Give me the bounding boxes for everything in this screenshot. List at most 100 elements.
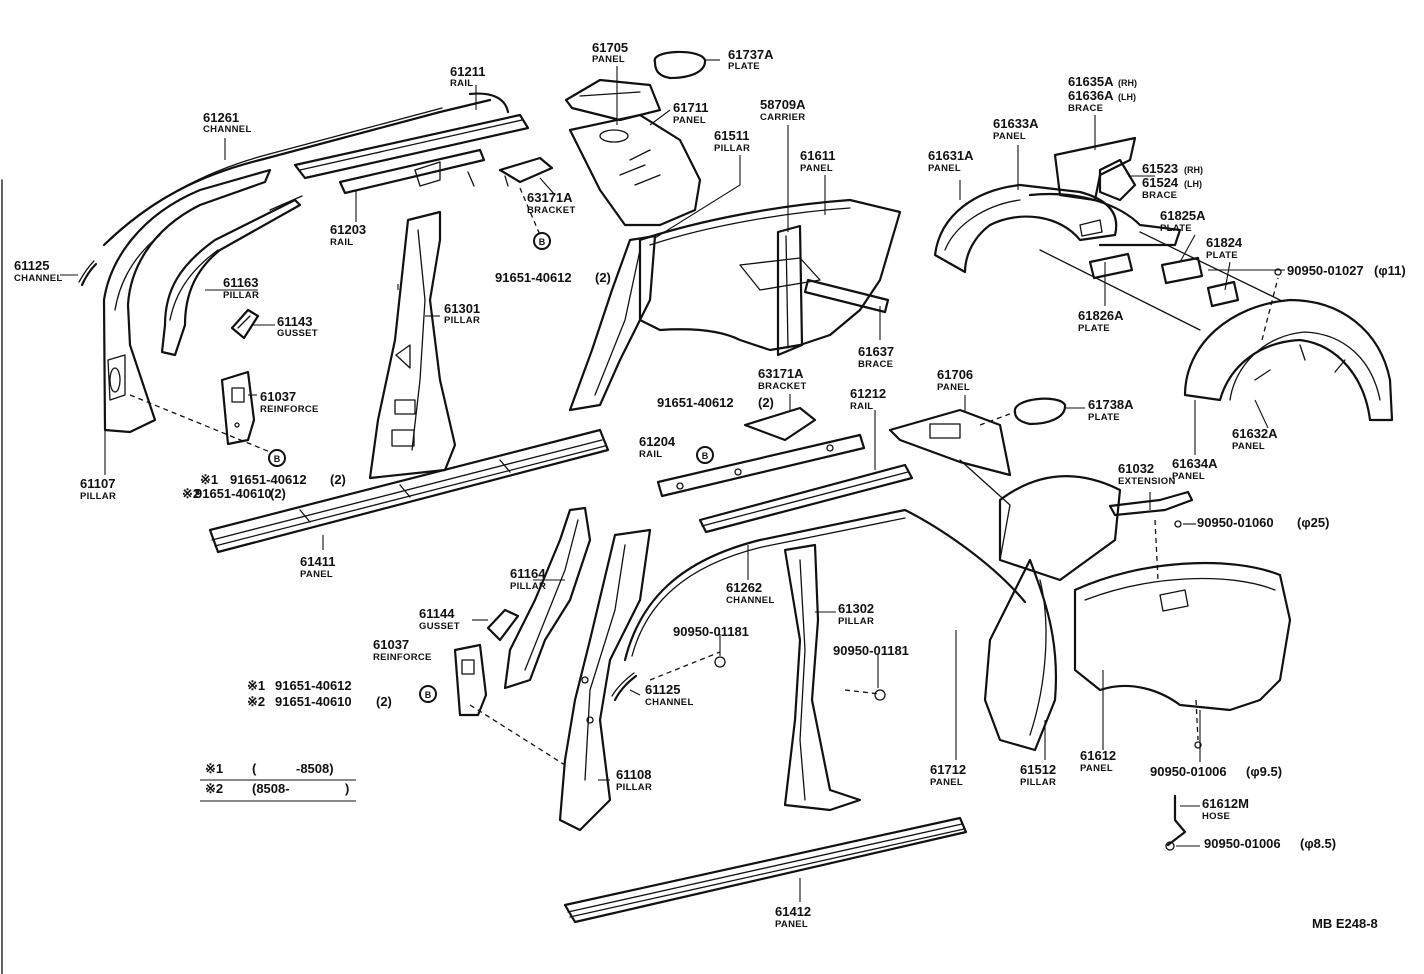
label-61706: 61706 PANEL	[937, 367, 973, 393]
label-61512-name: PILLAR	[1020, 777, 1056, 788]
part-61611-panel	[638, 198, 902, 352]
label-61824: 61824 PLATE	[1206, 235, 1243, 261]
label-61825A-name: PLATE	[1160, 223, 1192, 234]
callout-mid-1-number: 91651-40612	[275, 678, 352, 693]
part-61037-reinforce-top	[220, 370, 256, 446]
label-61211-number: 61211	[450, 64, 485, 79]
label-61636A-number: 61636A	[1068, 88, 1114, 103]
label-61612M: 61612M HOSE	[1202, 796, 1249, 822]
label-61612M-number: 61612M	[1202, 796, 1249, 811]
part-61302-pillar	[783, 543, 862, 812]
label-61262-name: CHANNEL	[726, 595, 775, 606]
label-61737A-number: 61737A	[728, 47, 774, 62]
part-61261-channel	[102, 98, 492, 247]
label-63171A-mid-number: 63171A	[758, 366, 804, 381]
label-61108-name: PILLAR	[616, 782, 652, 793]
fastener-b-reinforce-mid: B	[419, 685, 437, 703]
fastener-b-reinforce-mark: B	[274, 454, 281, 464]
callout-top-1-qty: (2)	[330, 472, 346, 487]
label-61632A: 61632A PANEL	[1232, 426, 1278, 452]
part-floor-side-line	[1039, 231, 1281, 331]
label-61302-name: PILLAR	[838, 616, 874, 627]
label-90950-01006a-number: 90950-01006	[1150, 764, 1227, 779]
label-61301-name: PILLAR	[444, 315, 480, 326]
label-61125-top-name: CHANNEL	[14, 273, 63, 284]
label-61633A-name: PANEL	[993, 131, 1026, 142]
label-61635A-number: 61635A	[1068, 74, 1114, 89]
part-61511-pillar	[568, 234, 657, 412]
label-61632A-name: PANEL	[1232, 441, 1265, 452]
label-61125-top: 61125 CHANNEL	[14, 258, 63, 284]
label-61512-number: 61512	[1020, 762, 1056, 777]
fastener-90950-01181b	[874, 689, 886, 701]
fastener-b-mid-mark: B	[702, 451, 709, 461]
label-91651-40612-top-number: 91651-40612	[495, 270, 572, 285]
part-61203-rail	[338, 148, 486, 195]
fastener-b-top: B	[533, 232, 551, 250]
label-90950-01006b: 90950-01006 (φ8.5)	[1204, 836, 1336, 851]
callout-top-2-mark: ※2	[182, 486, 200, 501]
label-61261-name: CHANNEL	[203, 124, 252, 135]
part-61125-channel-top	[78, 260, 98, 287]
label-61203: 61203 RAIL	[330, 222, 366, 248]
label-58709A: 58709A CARRIER	[760, 97, 806, 123]
label-61636A-side: (LH)	[1118, 92, 1136, 102]
label-61032-number: 61032	[1118, 461, 1154, 476]
label-61705-name: PANEL	[592, 54, 625, 65]
part-61612M-hose	[1165, 794, 1187, 851]
part-61737A-plate	[653, 50, 707, 80]
label-61411-name: PANEL	[300, 569, 333, 580]
label-61711-number: 61711	[673, 100, 708, 115]
part-61738A-plate	[1013, 397, 1067, 426]
part-61163-pillar	[160, 195, 303, 357]
label-61612M-name: HOSE	[1202, 811, 1230, 822]
label-61037-top: 61037 REINFORCE	[260, 389, 319, 415]
label-61143: 61143 GUSSET	[277, 314, 318, 339]
label-61037-top-number: 61037	[260, 389, 296, 404]
label-61211: 61211 RAIL	[450, 64, 485, 89]
label-61524-side: (LH)	[1184, 179, 1202, 189]
part-61824-plate	[1206, 280, 1240, 308]
label-61037-top-name: REINFORCE	[260, 404, 319, 415]
fastener-90950-01060	[1174, 520, 1182, 528]
label-61204: 61204 RAIL	[639, 434, 676, 460]
label-61523-number: 61523	[1142, 161, 1178, 176]
label-61523-side: (RH)	[1184, 165, 1203, 175]
part-61634A-panel	[1183, 298, 1394, 422]
label-90950-01181b-number: 90950-01181	[833, 643, 909, 658]
label-61738A: 61738A PLATE	[1088, 397, 1134, 423]
callout-mid-1-mark: ※1	[247, 678, 265, 693]
label-90950-01060-number: 90950-01060	[1197, 515, 1274, 530]
label-61212: 61212 RAIL	[850, 386, 886, 412]
label-90950-01027-size: (φ11)	[1374, 263, 1406, 278]
label-61523: 61523 (RH) 61524 (LH) BRACE	[1142, 161, 1203, 201]
label-91651-40612-mid-number: 91651-40612	[657, 395, 734, 410]
label-61302: 61302 PILLAR	[838, 601, 874, 627]
label-61824-name: PLATE	[1206, 250, 1238, 261]
callout-top-2-number: 91651-40610	[195, 486, 272, 501]
label-63171A-mid: 63171A BRACKET	[758, 366, 806, 392]
label-61164-number: 61164	[510, 566, 546, 581]
label-58709A-name: CARRIER	[760, 112, 805, 123]
callout-mid-2-mark: ※2	[247, 694, 265, 709]
label-61125-top-number: 61125	[14, 258, 49, 273]
label-61143-name: GUSSET	[277, 328, 318, 339]
label-91651-40612-mid: 91651-40612 (2)	[657, 395, 774, 410]
label-61144-name: GUSSET	[419, 621, 460, 632]
part-61825A-plate	[1160, 256, 1204, 285]
label-91651-40612-mid-qty: (2)	[758, 395, 774, 410]
label-61412-number: 61412	[775, 904, 811, 919]
label-90950-01006a-size: (φ9.5)	[1246, 764, 1282, 779]
label-61738A-name: PLATE	[1088, 412, 1120, 423]
label-61204-number: 61204	[639, 434, 676, 449]
callout-top-2-qty: (2)	[270, 486, 286, 501]
legend-row1-open: (	[252, 761, 257, 776]
part-61107-pillar	[102, 168, 272, 453]
label-61411-number: 61411	[300, 554, 335, 569]
label-61511-number: 61511	[714, 128, 749, 143]
callout-fastener-top: ※1 91651-40612 (2) ※2 91651-40610 (2)	[182, 472, 346, 501]
label-61524-number: 61524	[1142, 175, 1179, 190]
label-61611-number: 61611	[800, 148, 835, 163]
part-61037-reinforce-mid	[453, 643, 566, 766]
label-61412: 61412 PANEL	[775, 904, 811, 930]
